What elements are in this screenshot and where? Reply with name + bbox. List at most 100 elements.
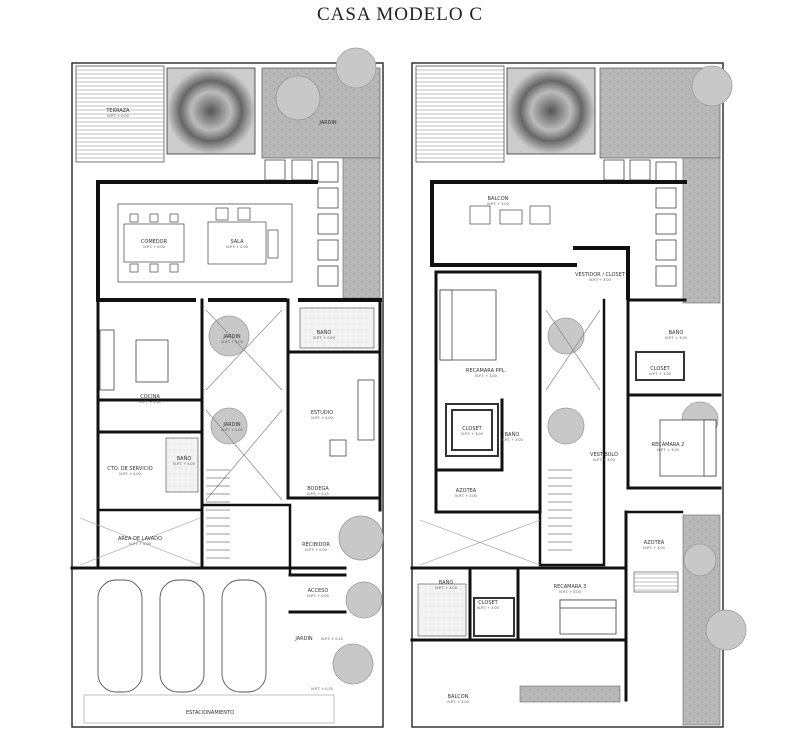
- svg-text:N.P.T. + 0.00: N.P.T. + 0.00: [226, 245, 248, 249]
- svg-text:N.P.T. + 3.00: N.P.T. + 3.00: [657, 448, 679, 452]
- svg-text:N.P.T. + 3.00: N.P.T. + 3.00: [455, 494, 477, 498]
- stepping-stones-upper: [603, 159, 677, 287]
- label-cto-servicio: CTO. DE SERVICIO: [107, 466, 152, 472]
- ground-walls: [70, 180, 382, 614]
- upper-floor-plan: [410, 62, 747, 728]
- label-comedor: COMEDOR: [141, 239, 168, 245]
- svg-text:N.P.T. + 3.00: N.P.T. + 3.00: [487, 202, 509, 206]
- living-set: [207, 207, 279, 265]
- label-jardin-2: JARDIN: [222, 422, 241, 428]
- ground-floor-labels: TERRAZA N.P.T. + 0.00 JARDIN COMEDOR N.P…: [105, 108, 342, 716]
- label-lavado: AREA DE LAVADO: [118, 536, 162, 542]
- svg-text:N.P.T. + 3.00: N.P.T. + 3.00: [649, 372, 671, 376]
- tree-icons: [208, 47, 384, 685]
- svg-text:N.P.T. + 3.00: N.P.T. + 3.00: [559, 590, 581, 594]
- label-rec-ppal: RECAMARA PPL.: [466, 368, 506, 374]
- stairs: [206, 469, 230, 559]
- study-desk: [329, 379, 375, 457]
- label-recibidor: RECIBIDOR: [302, 542, 330, 548]
- label-acceso: ACCESO: [308, 588, 329, 594]
- label-vestibulo: VESTIBULO: [590, 452, 618, 458]
- car-icons: [97, 579, 267, 693]
- dining-set: [123, 213, 185, 273]
- bed-icons: [439, 289, 717, 635]
- svg-text:N.P.T. + 0.00: N.P.T. + 0.00: [307, 594, 329, 598]
- svg-text:N.P.T. + 0.00: N.P.T. + 0.00: [311, 416, 333, 420]
- svg-text:N.P.T. + 0.15: N.P.T. + 0.15: [307, 492, 329, 496]
- svg-text:N.P.T. + 3.00: N.P.T. + 3.00: [501, 438, 523, 442]
- label-jardin-3: JARDIN: [294, 636, 313, 642]
- svg-text:N.P.T. + 3.00: N.P.T. + 3.00: [589, 278, 611, 282]
- label-rec-3: RECAMARA 3: [554, 584, 587, 590]
- stairs-upper: [548, 469, 572, 551]
- parking-edge: [83, 694, 335, 724]
- garden-side: [342, 157, 381, 299]
- svg-text:N.P.T. + 0.00: N.P.T. + 0.00: [119, 472, 141, 476]
- service-bath-floor: [165, 437, 199, 493]
- planter: [519, 685, 621, 703]
- svg-text:N.P.T. + 0.00: N.P.T. + 0.00: [129, 542, 151, 546]
- terrace-deck: [75, 65, 165, 163]
- living-rug: [117, 203, 293, 283]
- label-azotea-2: AZOTEA: [644, 540, 665, 546]
- svg-text:N.P.T. + 0.00: N.P.T. + 0.00: [143, 245, 165, 249]
- kitchen-counters: [99, 329, 169, 391]
- svg-text:N.P.T. + 0.00: N.P.T. + 0.00: [139, 400, 161, 404]
- courtyard-void: [205, 309, 283, 391]
- svg-text:N.P.T. + 3.00: N.P.T. + 3.00: [643, 546, 665, 550]
- label-bano-serv: BAÑO: [177, 455, 192, 462]
- terrace-deck-upper: [415, 65, 505, 163]
- bath-floor: [299, 307, 375, 349]
- label-terraza: TERRAZA: [105, 108, 130, 114]
- label-bano-ppal: BAÑO: [505, 431, 520, 438]
- label-bano: BAÑO: [317, 329, 332, 336]
- void-lower: [419, 519, 541, 566]
- svg-text:N.P.T. + 0.00: N.P.T. + 0.00: [313, 336, 335, 340]
- closet-outlines: [445, 351, 685, 637]
- label-sala: SALA: [230, 239, 244, 245]
- label-jardin-1: JARDIN: [222, 334, 241, 340]
- label-bano-3: BAÑO: [439, 579, 454, 586]
- lot-boundary-upper: [411, 62, 724, 728]
- svg-text:N.P.T. + 3.00: N.P.T. + 3.00: [435, 586, 457, 590]
- svg-text:N.P.T. + 3.00: N.P.T. + 3.00: [461, 432, 483, 436]
- label-jardin-top: JARDIN: [318, 120, 337, 126]
- label-bodega: BODEGA: [307, 486, 329, 492]
- bath3-floor: [417, 583, 467, 637]
- svg-text:N.P.T. + 3.00: N.P.T. + 3.00: [593, 458, 615, 462]
- courtyard-void-2: [205, 409, 283, 501]
- balcony-furniture: [469, 205, 551, 225]
- railing: [633, 571, 679, 593]
- label-cocina: COCINA: [140, 394, 160, 400]
- label-estudio: ESTUDIO: [311, 410, 333, 416]
- svg-text:N.P.T. + 3.00: N.P.T. + 3.00: [475, 374, 497, 378]
- svg-text:N.P.T. + 0.00: N.P.T. + 0.00: [173, 462, 195, 466]
- svg-text:N.P.T. + 3.00: N.P.T. + 3.00: [447, 700, 469, 704]
- garden-side-upper: [682, 157, 721, 304]
- svg-text:N.P.T. + 0.00: N.P.T. + 0.00: [221, 428, 243, 432]
- svg-text:N.P.T. + 0.00: N.P.T. + 0.00: [305, 548, 327, 552]
- label-bano-2: BAÑO: [669, 329, 684, 336]
- label-rec-2: RECAMARA 2: [652, 442, 685, 448]
- svg-text:N.P.T. + 0.15: N.P.T. + 0.15: [321, 637, 343, 641]
- svg-text:N.P.T. + 0.00: N.P.T. + 0.00: [221, 340, 243, 344]
- ground-floor-plan: [70, 47, 384, 728]
- label-vestidor: VESTIDOR / CLOSET: [575, 272, 626, 278]
- lot-boundary: [71, 62, 384, 728]
- label-closet-3: CLOSET: [478, 600, 498, 606]
- drawing-title: CASA MODELO C: [316, 4, 484, 25]
- label-closet-r2: CLOSET: [650, 366, 670, 372]
- rug-pattern: [166, 67, 256, 155]
- laundry-area: [79, 517, 201, 566]
- svg-text:N.P.T. + 3.00: N.P.T. + 3.00: [665, 336, 687, 340]
- label-balcon-top: BALCON: [488, 196, 509, 202]
- label-closet-ppal: CLOSET: [462, 426, 482, 432]
- upper-floor-labels: BALCON N.P.T. + 3.00 VESTIDOR / CLOSET N…: [435, 196, 687, 704]
- label-balcon-bottom: BALCON: [448, 694, 469, 700]
- svg-text:N.P.T. + 0.00: N.P.T. + 0.00: [107, 114, 129, 118]
- void-upper: [545, 309, 601, 391]
- svg-text:N.P.T. + 0.15: N.P.T. + 0.15: [311, 687, 333, 691]
- label-azotea-1: AZOTEA: [456, 488, 477, 494]
- svg-text:N.P.T. + 3.00: N.P.T. + 3.00: [477, 606, 499, 610]
